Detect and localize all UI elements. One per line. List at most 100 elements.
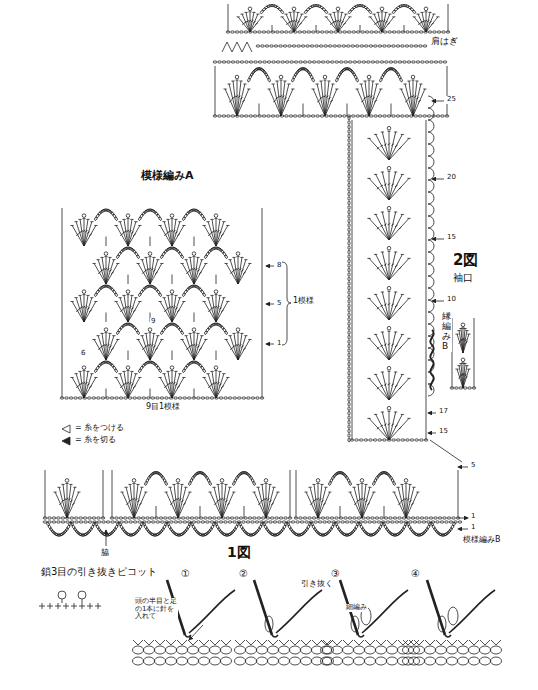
- stitch-top: [132, 483, 135, 484]
- treble-stitch: [186, 260, 194, 284]
- chain-stitch: [392, 45, 396, 47]
- chain-stitch: [178, 252, 182, 256]
- stitch-bar: [241, 346, 244, 348]
- chain-stitch: [392, 481, 396, 485]
- chain-stitch: [348, 241, 350, 245]
- stitch-top: [401, 294, 404, 295]
- stitch-top: [130, 371, 133, 372]
- chain-stitch: [348, 331, 350, 335]
- chain-stitch: [155, 517, 159, 519]
- chain-stitch: [92, 397, 96, 399]
- stitch-bar: [384, 224, 387, 226]
- stitch-bar: [87, 232, 90, 234]
- chain-stitch: [364, 45, 368, 47]
- stitch-bar: [61, 500, 64, 502]
- stitch-bar: [155, 348, 158, 350]
- chain-stitch: [307, 115, 311, 117]
- row-edge: [352, 360, 353, 400]
- stitch-bar: [139, 503, 142, 505]
- stitch-top: [467, 334, 470, 335]
- stitch-top: [381, 252, 384, 253]
- stitch-bar: [380, 425, 383, 427]
- stitch-bar: [105, 344, 108, 346]
- chain-stitch: [348, 438, 350, 442]
- stitch-top: [304, 16, 307, 17]
- chain-stitch: [114, 216, 118, 220]
- chain-stitch: [427, 115, 431, 117]
- stitch-top: [188, 333, 191, 334]
- picot: [170, 290, 174, 294]
- chain-stitch: [324, 10, 328, 14]
- stitch-bar: [133, 310, 136, 312]
- chain-stitch: [94, 368, 98, 372]
- stitch-top: [275, 81, 278, 82]
- chain-post: [106, 237, 107, 247]
- stitch-top: [244, 12, 247, 13]
- chain-stitch: [128, 517, 132, 519]
- shell-fan: [137, 328, 164, 360]
- stitch-bar: [384, 184, 387, 186]
- chain-stitch: [348, 308, 350, 312]
- chain-stitch: [425, 517, 429, 519]
- chain-stitch: [348, 380, 350, 384]
- chain-stitch: [222, 328, 226, 332]
- picot: [461, 323, 465, 327]
- row-edge: [62, 360, 63, 398]
- picot: [82, 214, 86, 218]
- chain-stitch: [353, 517, 357, 519]
- stitch-top: [206, 297, 209, 298]
- chain-row: [291, 67, 315, 82]
- stitch-top: [407, 338, 410, 339]
- row-edge: [448, 4, 449, 32]
- stitch-bar: [399, 387, 402, 389]
- shell-fan: [115, 214, 142, 246]
- chain-stitch: [348, 398, 350, 402]
- chain-post: [244, 506, 245, 518]
- shell-fan: [203, 214, 230, 246]
- stitch-bar: [142, 272, 145, 274]
- picot: [192, 328, 196, 332]
- chain-stitch: [405, 115, 409, 117]
- chain-stitch: [136, 254, 140, 258]
- stitch-top: [228, 259, 231, 260]
- stitch-bar: [284, 98, 287, 100]
- treble-stitch: [376, 174, 389, 200]
- chain-row: [260, 4, 284, 14]
- chain-stitch: [283, 45, 287, 47]
- chain-stitch: [369, 45, 373, 47]
- chain-stitch: [233, 397, 237, 399]
- chain-stitch: [299, 517, 303, 519]
- chain-stitch: [348, 299, 350, 303]
- stitch-top: [356, 484, 359, 485]
- stitch-top: [401, 414, 404, 415]
- treble-stitch: [376, 294, 389, 320]
- chain-stitch: [329, 115, 333, 117]
- stitch-top: [181, 263, 184, 264]
- chain-stitch: [400, 115, 404, 117]
- chain-stitch: [134, 328, 138, 332]
- stitch-top: [407, 378, 410, 379]
- stitch-top: [403, 84, 406, 85]
- stitch-bar: [137, 500, 140, 502]
- stitch-bar: [129, 230, 132, 232]
- treble-stitch: [164, 298, 172, 322]
- stitch-top: [165, 492, 168, 493]
- chain-stitch: [224, 397, 228, 399]
- chain-stitch: [397, 31, 401, 33]
- stitch-bar: [273, 100, 276, 102]
- stitch-bar: [239, 268, 242, 270]
- stitch-top: [368, 487, 371, 488]
- chain-stitch: [119, 517, 123, 519]
- stitch-bar: [377, 427, 380, 429]
- stitch-top: [407, 258, 410, 259]
- stitch-bar: [370, 96, 373, 98]
- stitch-bar: [395, 385, 398, 387]
- stitch-bar: [324, 95, 327, 97]
- stitch-top: [152, 257, 155, 258]
- stitch-bar: [388, 263, 391, 265]
- stitch-top: [308, 487, 311, 488]
- picot: [292, 7, 296, 11]
- stitch-bar: [186, 348, 189, 350]
- stitch-top: [168, 487, 171, 488]
- chain-stitch: [146, 517, 150, 519]
